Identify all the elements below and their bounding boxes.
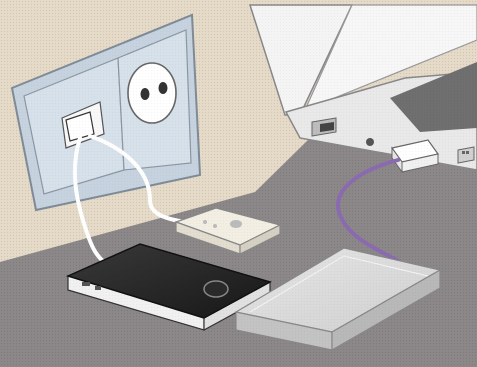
illustration xyxy=(0,0,477,367)
